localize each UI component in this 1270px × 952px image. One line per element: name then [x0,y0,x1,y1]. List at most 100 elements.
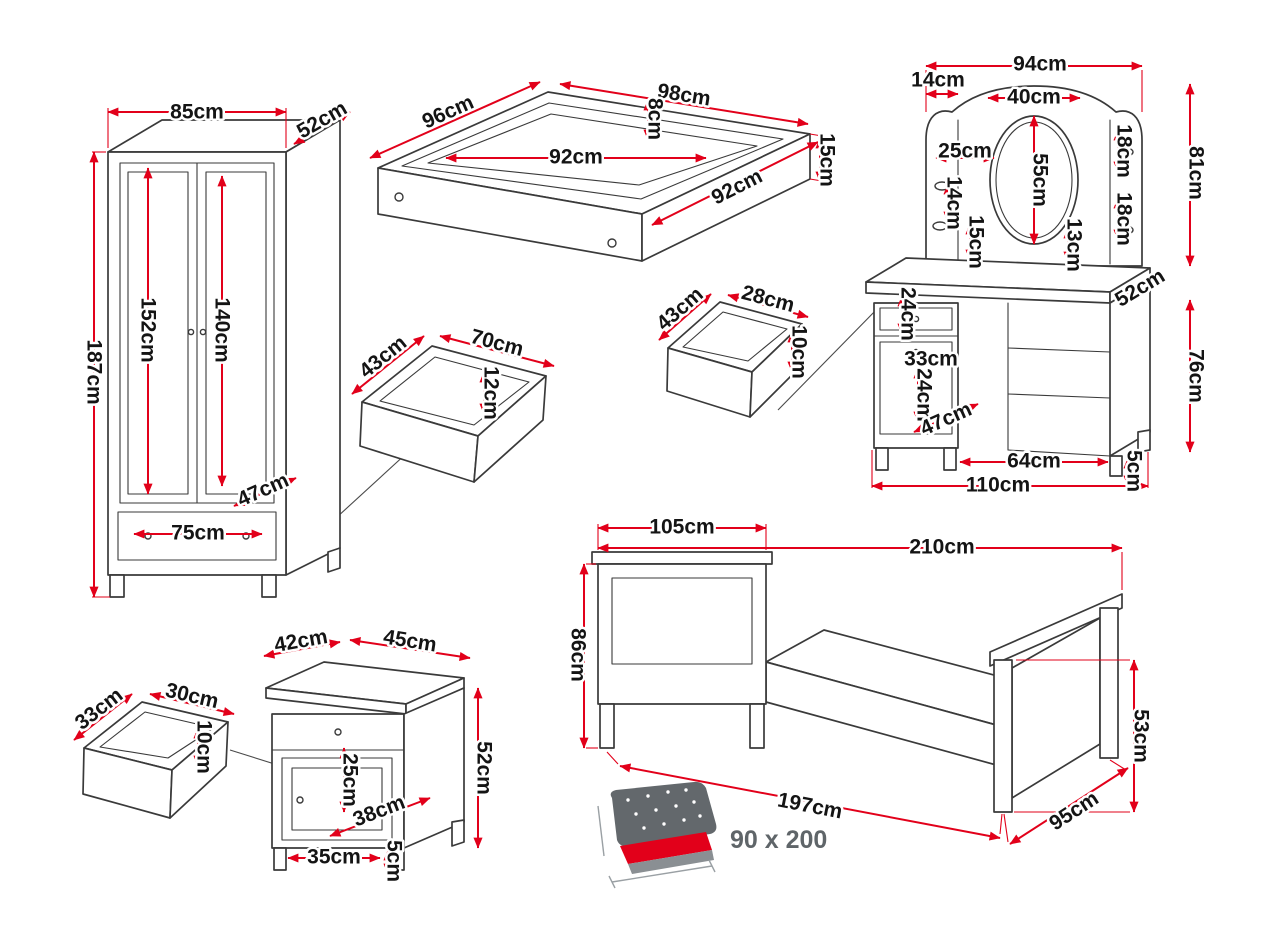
dim-nightstand-top-width: 42cm [273,625,330,657]
dim-vanity-leg-height: 5cm [1123,450,1146,492]
dim-vanity-wing-width: 14cm [911,69,965,92]
dim-wardrobe-width: 85cm [170,101,224,124]
mattress-size-label: 90 x 200 [730,826,827,854]
dim-line [1115,275,1157,301]
dim-line [349,637,471,661]
dim-line [619,763,1001,841]
dim-bed-length: 210cm [909,536,974,559]
wardrobe-leg-side [327,547,341,573]
dim-line [149,691,235,717]
bed-footboard-cap [989,593,1123,667]
underbed-box: 96cm 98cm 92cm 8cm 92cm 15cm [369,77,841,262]
mattress-icon-sheet [620,832,712,864]
dim-box-height: 15cm [816,133,839,187]
bed-headboard-cap [591,551,773,565]
mattress-icon-tick-end1 [608,875,616,889]
nightstand-drawer-knob [334,728,342,736]
wardrobe-leg-left [109,574,125,598]
drawer-a-side-face [473,375,547,483]
dim-line [369,81,541,159]
dim-vanity-height: 76cm [1185,349,1208,403]
wardrobe: 85cm 52cm 187cm 152cm 140cm 47cm 75cm [80,94,354,598]
bed-headboard [597,563,767,705]
dim-line [73,693,133,741]
vanity-shelf-lower [1007,393,1111,399]
dim-vanity-mirror-bottom: 13cm [1063,218,1086,272]
dim-wardrobe-inner-right: 140cm [211,297,234,362]
extension-line [999,813,1003,835]
nightstand-leg-left [273,847,287,871]
dim-vanity-inner-width: 33cm [904,348,958,371]
nightstand-door-knob [296,796,304,804]
vanity-back-bottom [1007,449,1111,457]
dim-bed-footboard-height: 53cm [1130,709,1153,763]
dim-drawer-a-height: 12cm [480,366,503,420]
dim-line [293,111,351,145]
vanity-pedestal-drawer [879,307,953,331]
mattress-size-icon: 90 x 200 [597,781,827,889]
wardrobe-drawer-front [117,511,277,561]
wardrobe-knob-left [187,328,195,336]
dim-wardrobe-drawer-width: 75cm [171,522,225,545]
dim-vanity-crown-width: 40cm [1007,86,1061,109]
bed-leg-right [749,703,765,749]
dim-vanity-top-width: 94cm [1013,53,1067,76]
drawer-c-side-face [169,721,229,819]
vanity-drawer-knob [912,315,920,323]
dim-line [913,403,979,433]
mattress-icon-tick-bottom [611,865,713,883]
dim-line [439,334,555,368]
dim-line [727,293,809,319]
wardrobe-knob-right [199,328,207,336]
drawer-large: 43cm 70cm 12cm [351,322,555,483]
vanity-leg-front-left [875,447,889,471]
drawer-mini: 33cm 30cm 10cm [68,676,235,819]
dim-drawer-c-width: 30cm [163,679,221,713]
dim-wardrobe-inner-left: 152cm [137,297,160,362]
dim-vanity-mirror-height: 55cm [1029,153,1052,207]
dim-bed-base-length: 197cm [776,788,845,823]
bed-footboard-post-back [1099,607,1119,759]
nightstand: 42cm 45cm 52cm 25cm 38cm 35cm 5cm [263,623,498,885]
vanity: 14cm 94cm 40cm 25cm 55cm 18cm 18cm 81cm … [865,50,1210,499]
dim-vanity-bracket-lower: 18cm [1113,192,1136,246]
dim-bed-headboard-height: 86cm [567,628,590,682]
bed-leg-left [599,703,615,749]
nightstand-leg-side [451,819,465,847]
dim-vanity-drawer-upper: 24cm [897,287,920,341]
bed-headboard-panel [611,577,753,665]
mattress-icon-dots [626,788,702,830]
dim-line [233,477,297,507]
dim-line [263,639,341,659]
extension-line [1109,759,1127,771]
dim-vanity-drawer-lower: 24cm [913,368,936,422]
mattress-icon-duvet [610,781,717,847]
wardrobe-leg-right [261,574,277,598]
wardrobe-side-face [285,119,341,576]
vanity-peg-left-lower [932,221,948,231]
dim-line [651,141,819,226]
mattress-icon-tick-end2 [708,859,716,873]
dim-bed-width: 95cm [1045,787,1103,836]
dim-line [351,335,425,395]
dim-line [658,293,712,341]
dim-vanity-shelf-depth: 25cm [938,140,992,163]
dim-wardrobe-height: 187cm [83,339,106,404]
dim-vanity-total-width: 110cm [966,474,1030,497]
mattress-icon-tick-left [597,805,605,857]
dim-line [1009,767,1129,845]
dim-vanity-bracket-upper: 18cm [1113,124,1136,178]
dim-vanity-knee-width: 64cm [1007,450,1061,473]
dim-nightstand-inner-height: 25cm [339,753,362,807]
mattress-icon-base [628,850,714,874]
dim-drawer-a-width: 70cm [468,325,526,361]
vanity-door-knob [912,348,920,356]
dim-box-rim-height: 8cm [644,98,667,140]
dim-nightstand-top-depth: 45cm [382,625,439,656]
dim-vanity-peg-gap: 14cm [943,176,966,230]
drawer-small: 43cm 28cm 10cm [650,278,813,418]
dim-line [559,81,809,127]
dim-vanity-upper-height: 81cm [1185,146,1208,200]
